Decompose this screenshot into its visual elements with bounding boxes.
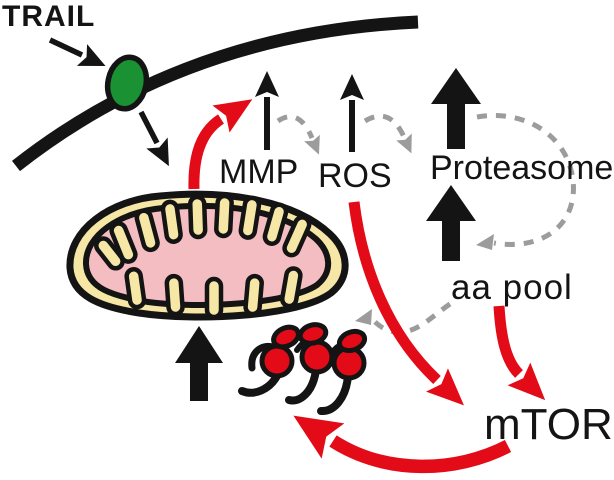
aa-pool-up-arrow xyxy=(426,185,476,261)
mitochondrion-icon xyxy=(66,190,349,321)
proteasome-to-aa-pool-dashed-loop-arrow xyxy=(476,113,576,250)
trail-receptor-icon xyxy=(104,54,150,112)
proteasome-up-arrow xyxy=(431,68,481,149)
mitochondrion-to-mmp-red-arrow xyxy=(188,99,253,190)
aa-pool-to-mtor-red-arrow xyxy=(493,305,546,401)
mmp-label: MMP xyxy=(219,153,299,191)
receptor-to-mitochondrion-arrow xyxy=(138,110,169,167)
trail-label: TRAIL xyxy=(2,0,96,33)
mtor-label: mTOR xyxy=(484,400,613,449)
cristae xyxy=(94,193,312,320)
mmp-to-ros-dashed-arrow xyxy=(276,114,320,155)
aa-pool-label: aa pool xyxy=(451,268,573,307)
ros-label: ROS xyxy=(318,157,392,195)
mitochondrion-up-arrow xyxy=(175,326,223,401)
ros-to-mtor-red-arrow xyxy=(348,201,464,406)
polysome-icon xyxy=(238,322,368,415)
trail-to-receptor-arrow xyxy=(48,37,106,67)
proteasome-label: Proteasome xyxy=(430,149,614,187)
aa-pool-to-polysome-dashed-arrow xyxy=(355,301,452,335)
ros-to-proteasome-dashed-arrow xyxy=(363,113,412,154)
cell-membrane xyxy=(11,15,419,172)
mtor-to-polysome-red-arrow xyxy=(293,415,512,474)
